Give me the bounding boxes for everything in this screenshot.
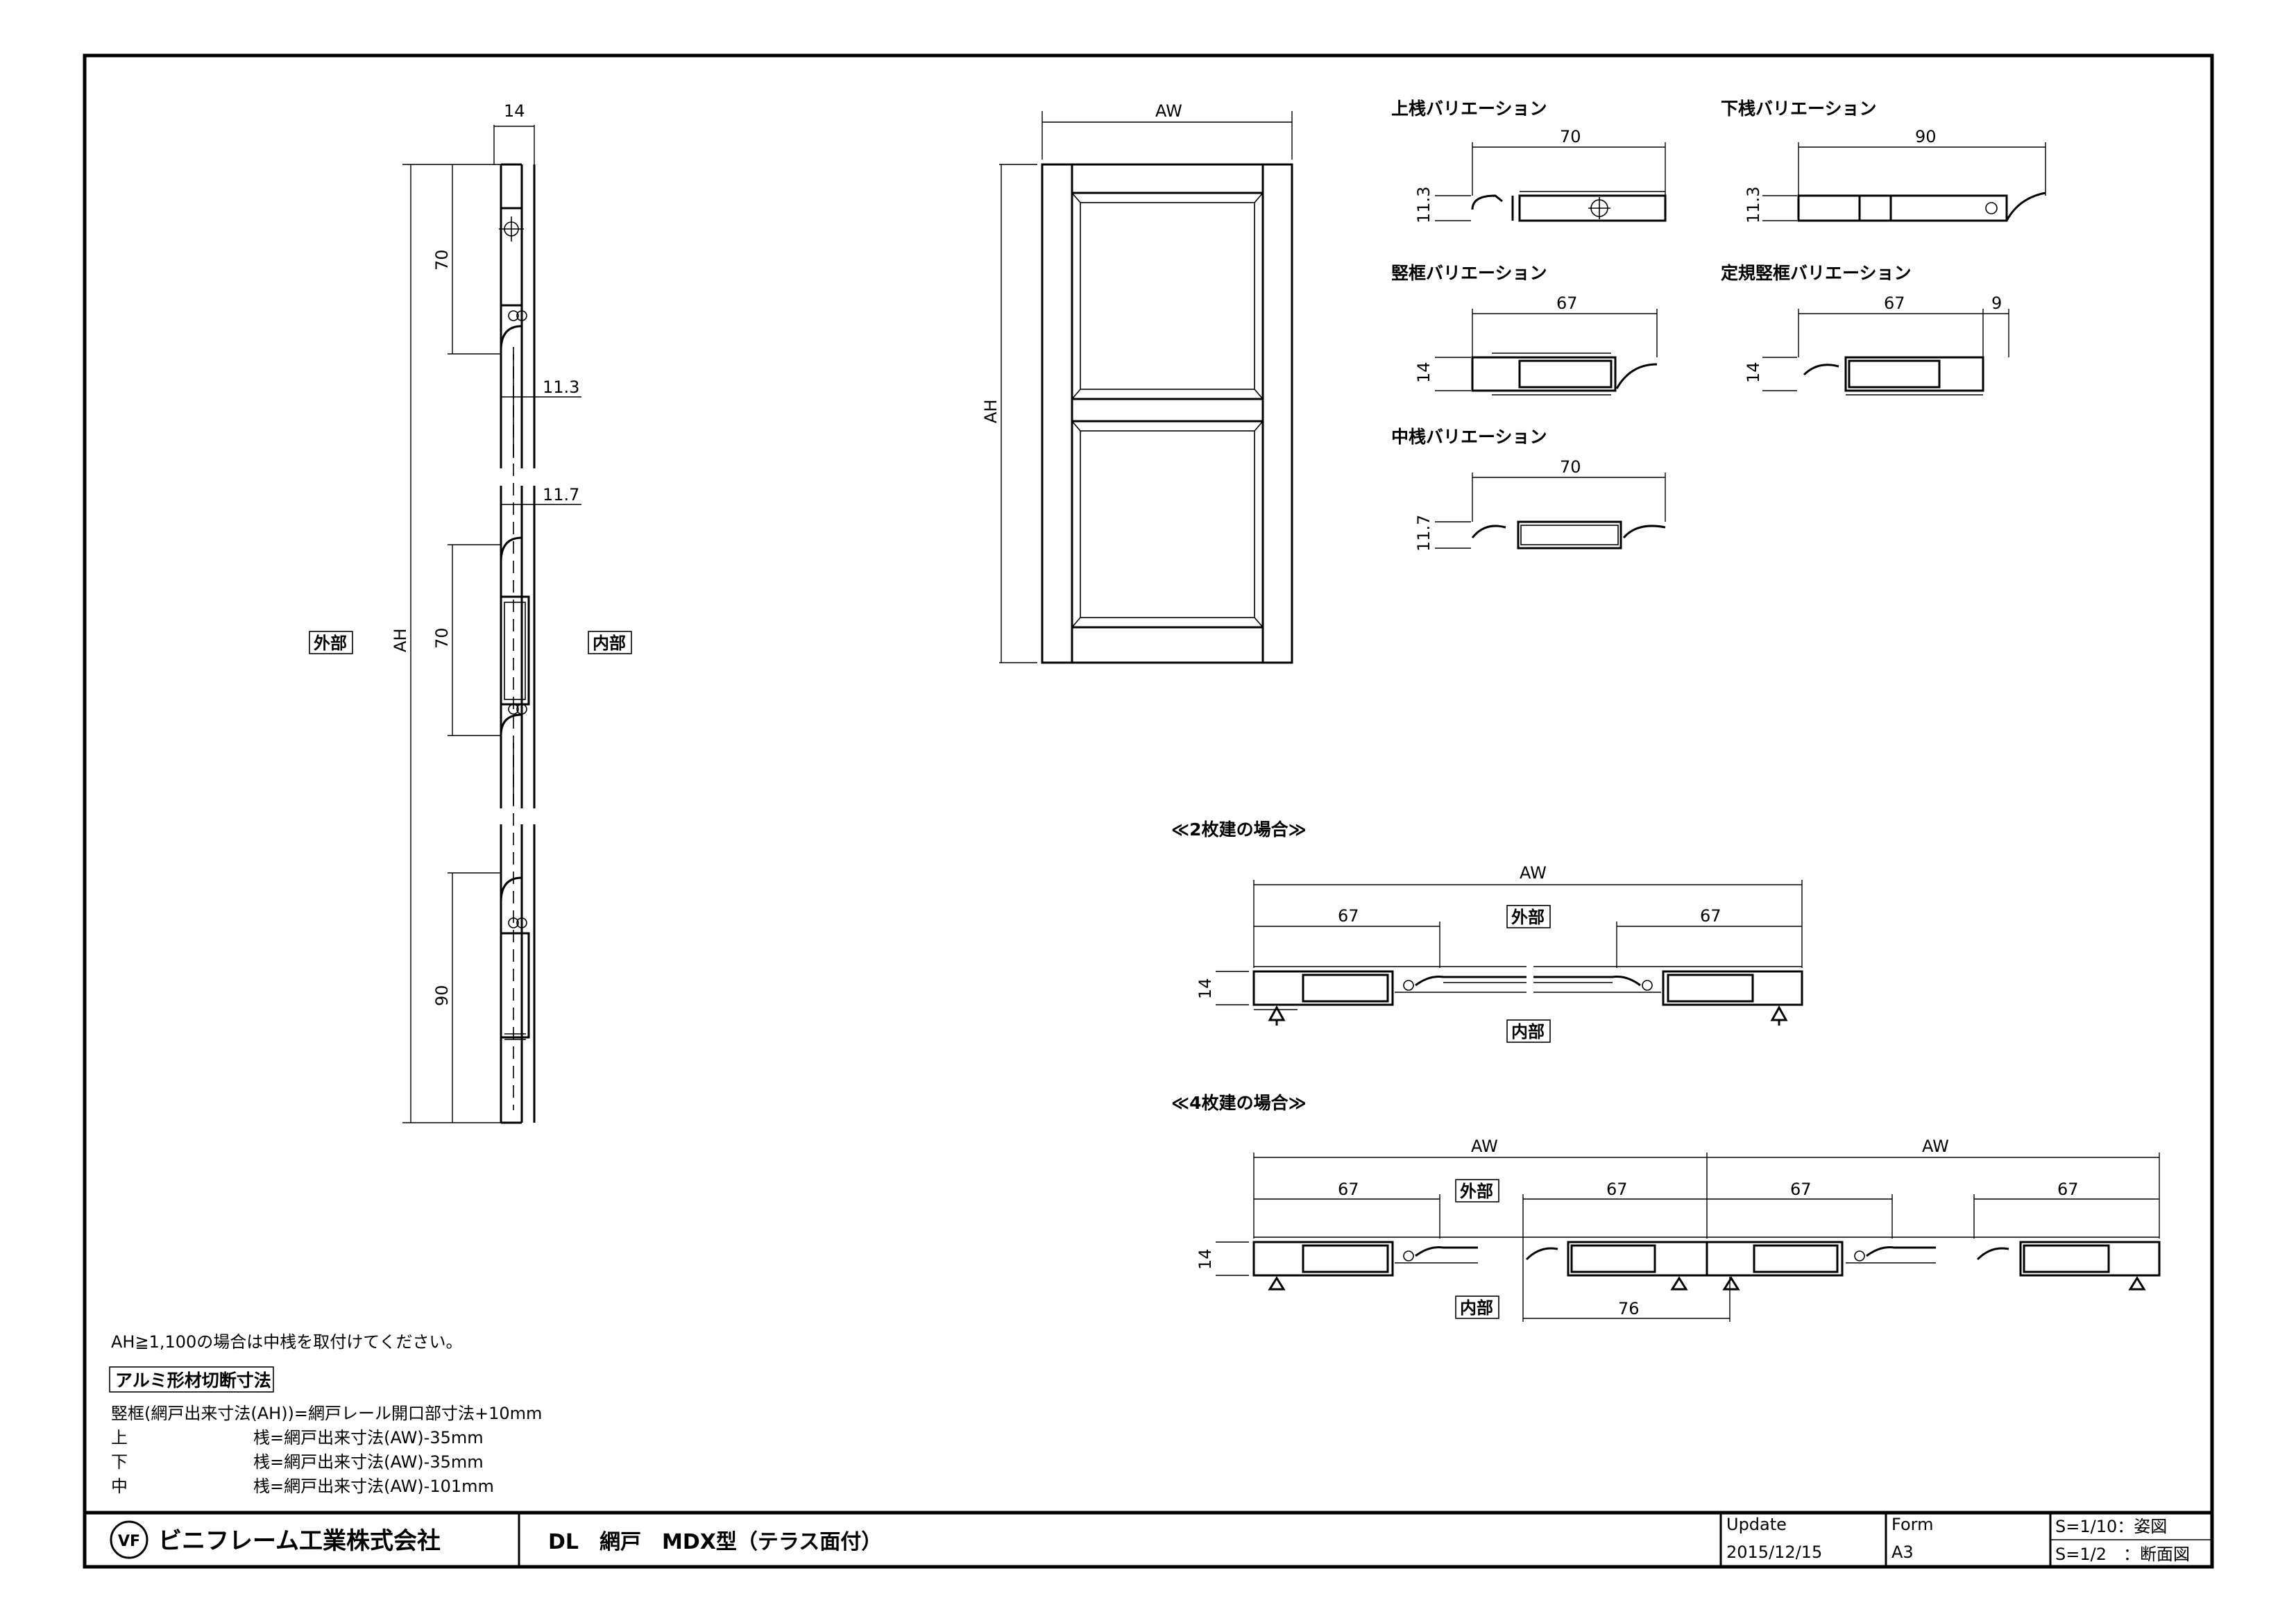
- bottom-rail-dim: 90: [432, 985, 452, 1006]
- section-ah-label: AH: [391, 629, 410, 652]
- top-variation-height: 11.3: [1414, 187, 1434, 223]
- fixed-stile-variation-width: 67: [1884, 294, 1905, 313]
- door-elevation: AW AH: [981, 101, 1293, 664]
- stile-variation-title: 竪框バリエーション: [1391, 263, 1547, 283]
- case4-dim-4: 67: [2057, 1180, 2079, 1199]
- case4-dim-1: 67: [1338, 1180, 1359, 1199]
- case2-exterior: 外部: [1511, 908, 1545, 927]
- top-rail-variation: 上桟バリエーション 70 11.3: [1391, 99, 1667, 223]
- fixed-stile-variation-extra: 9: [1991, 294, 2002, 313]
- logo-mark: VF: [118, 1533, 140, 1550]
- middle-rail-variation: 中桟バリエーション 70 11.7: [1391, 427, 1666, 552]
- case4-height: 14: [1196, 1248, 1215, 1270]
- note-line: AH≧1,100の場合は中桟を取付けてください。: [111, 1332, 463, 1352]
- case2-height: 14: [1196, 978, 1215, 999]
- four-panel-section: ≪4枚建の場合≫ AW AW 67 67 67 67 外部 内部 14 76: [1171, 1093, 2161, 1322]
- case4-dim-3: 67: [1790, 1180, 1812, 1199]
- case2-title: ≪2枚建の場合≫: [1171, 819, 1307, 840]
- fixed-stile-variation-title: 定規竪框バリエーション: [1721, 263, 1912, 283]
- fixed-stile-variation-height: 14: [1744, 362, 1763, 383]
- case4-aw-left: AW: [1471, 1137, 1498, 1156]
- middle-variation-width: 70: [1560, 457, 1581, 477]
- scale-elevation: S=1/10：姿図: [2055, 1517, 2167, 1536]
- case4-overlap-dim: 76: [1618, 1299, 1640, 1318]
- notes-row-3-key: 中: [111, 1477, 128, 1496]
- company-name: ビニフレーム工業株式会社: [158, 1527, 441, 1555]
- stile-variation: 竪框バリエーション 67 14: [1391, 263, 1658, 396]
- case4-dim-2: 67: [1606, 1180, 1628, 1199]
- top-offset-dim: 11.3: [543, 377, 579, 397]
- sheet-border: [83, 53, 2214, 1569]
- case2-right-dim: 67: [1700, 906, 1721, 926]
- notes-heading: アルミ形材切断寸法: [115, 1370, 271, 1391]
- two-panel-section: ≪2枚建の場合≫ AW 67 67 外部 内部 14: [1171, 819, 1803, 1043]
- vertical-section-view: 14 AH 70 11.3 11.7 70 90 外部 内部: [309, 101, 632, 1124]
- notes-row-2-val: 桟=網戸出来寸法(AW)-35mm: [253, 1452, 484, 1472]
- elevation-aw-label: AW: [1155, 101, 1182, 121]
- notes-row-2-key: 下: [111, 1452, 128, 1472]
- mid-offset-dim: 11.7: [543, 485, 579, 504]
- form-value: A3: [1891, 1543, 1914, 1562]
- middle-variation-title: 中桟バリエーション: [1391, 427, 1547, 447]
- bottom-rail-variation: 下桟バリエーション 90 11.3: [1721, 99, 2046, 223]
- middle-variation-height: 11.7: [1414, 515, 1434, 552]
- bottom-variation-width: 90: [1915, 127, 1937, 146]
- update-date: 2015/12/15: [1726, 1543, 1822, 1562]
- section-width-dim: 14: [504, 101, 525, 121]
- top-rail-dim: 70: [432, 249, 452, 271]
- notes-row-3-val: 桟=網戸出来寸法(AW)-101mm: [253, 1477, 494, 1496]
- notes-row-0-key: 竪框(網戸出来寸法(AH))=網戸レール開口部寸法+10mm: [111, 1404, 542, 1423]
- top-variation-title: 上桟バリエーション: [1391, 99, 1547, 119]
- notes-row-1-val: 桟=網戸出来寸法(AW)-35mm: [253, 1428, 484, 1447]
- company-logo-icon: [110, 1520, 148, 1559]
- case4-interior: 内部: [1460, 1298, 1493, 1318]
- case4-title: ≪4枚建の場合≫: [1171, 1093, 1307, 1113]
- interior-label: 内部: [593, 634, 626, 653]
- stile-variation-width: 67: [1556, 294, 1578, 313]
- notes-row-1-key: 上: [111, 1428, 128, 1447]
- bottom-variation-title: 下桟バリエーション: [1721, 99, 1877, 119]
- bottom-variation-height: 11.3: [1744, 187, 1763, 223]
- fixed-stile-variation: 定規竪框バリエーション 67 9 14: [1721, 263, 2009, 396]
- title-block: VF ビニフレーム工業株式会社 DL 網戸 MDX型（テラス面付） Update…: [85, 1511, 2212, 1567]
- case4-exterior: 外部: [1460, 1182, 1493, 1201]
- exterior-label: 外部: [314, 634, 347, 653]
- form-label: Form: [1891, 1515, 1933, 1534]
- case2-aw: AW: [1520, 863, 1547, 883]
- elevation-ah-label: AH: [981, 400, 1001, 423]
- top-variation-width: 70: [1560, 127, 1581, 146]
- notes-block: AH≧1,100の場合は中桟を取付けてください。 アルミ形材切断寸法 竪框(網戸…: [109, 1332, 542, 1496]
- mid-rail-dim: 70: [432, 627, 452, 649]
- stile-variation-height: 14: [1414, 362, 1434, 383]
- case2-left-dim: 67: [1338, 906, 1359, 926]
- update-label: Update: [1726, 1515, 1787, 1534]
- case4-aw-right: AW: [1922, 1137, 1949, 1156]
- drawing-title: DL 網戸 MDX型（テラス面付）: [548, 1530, 882, 1554]
- case2-interior: 内部: [1511, 1022, 1545, 1042]
- scale-section: S=1/2 ：断面図: [2055, 1545, 2190, 1564]
